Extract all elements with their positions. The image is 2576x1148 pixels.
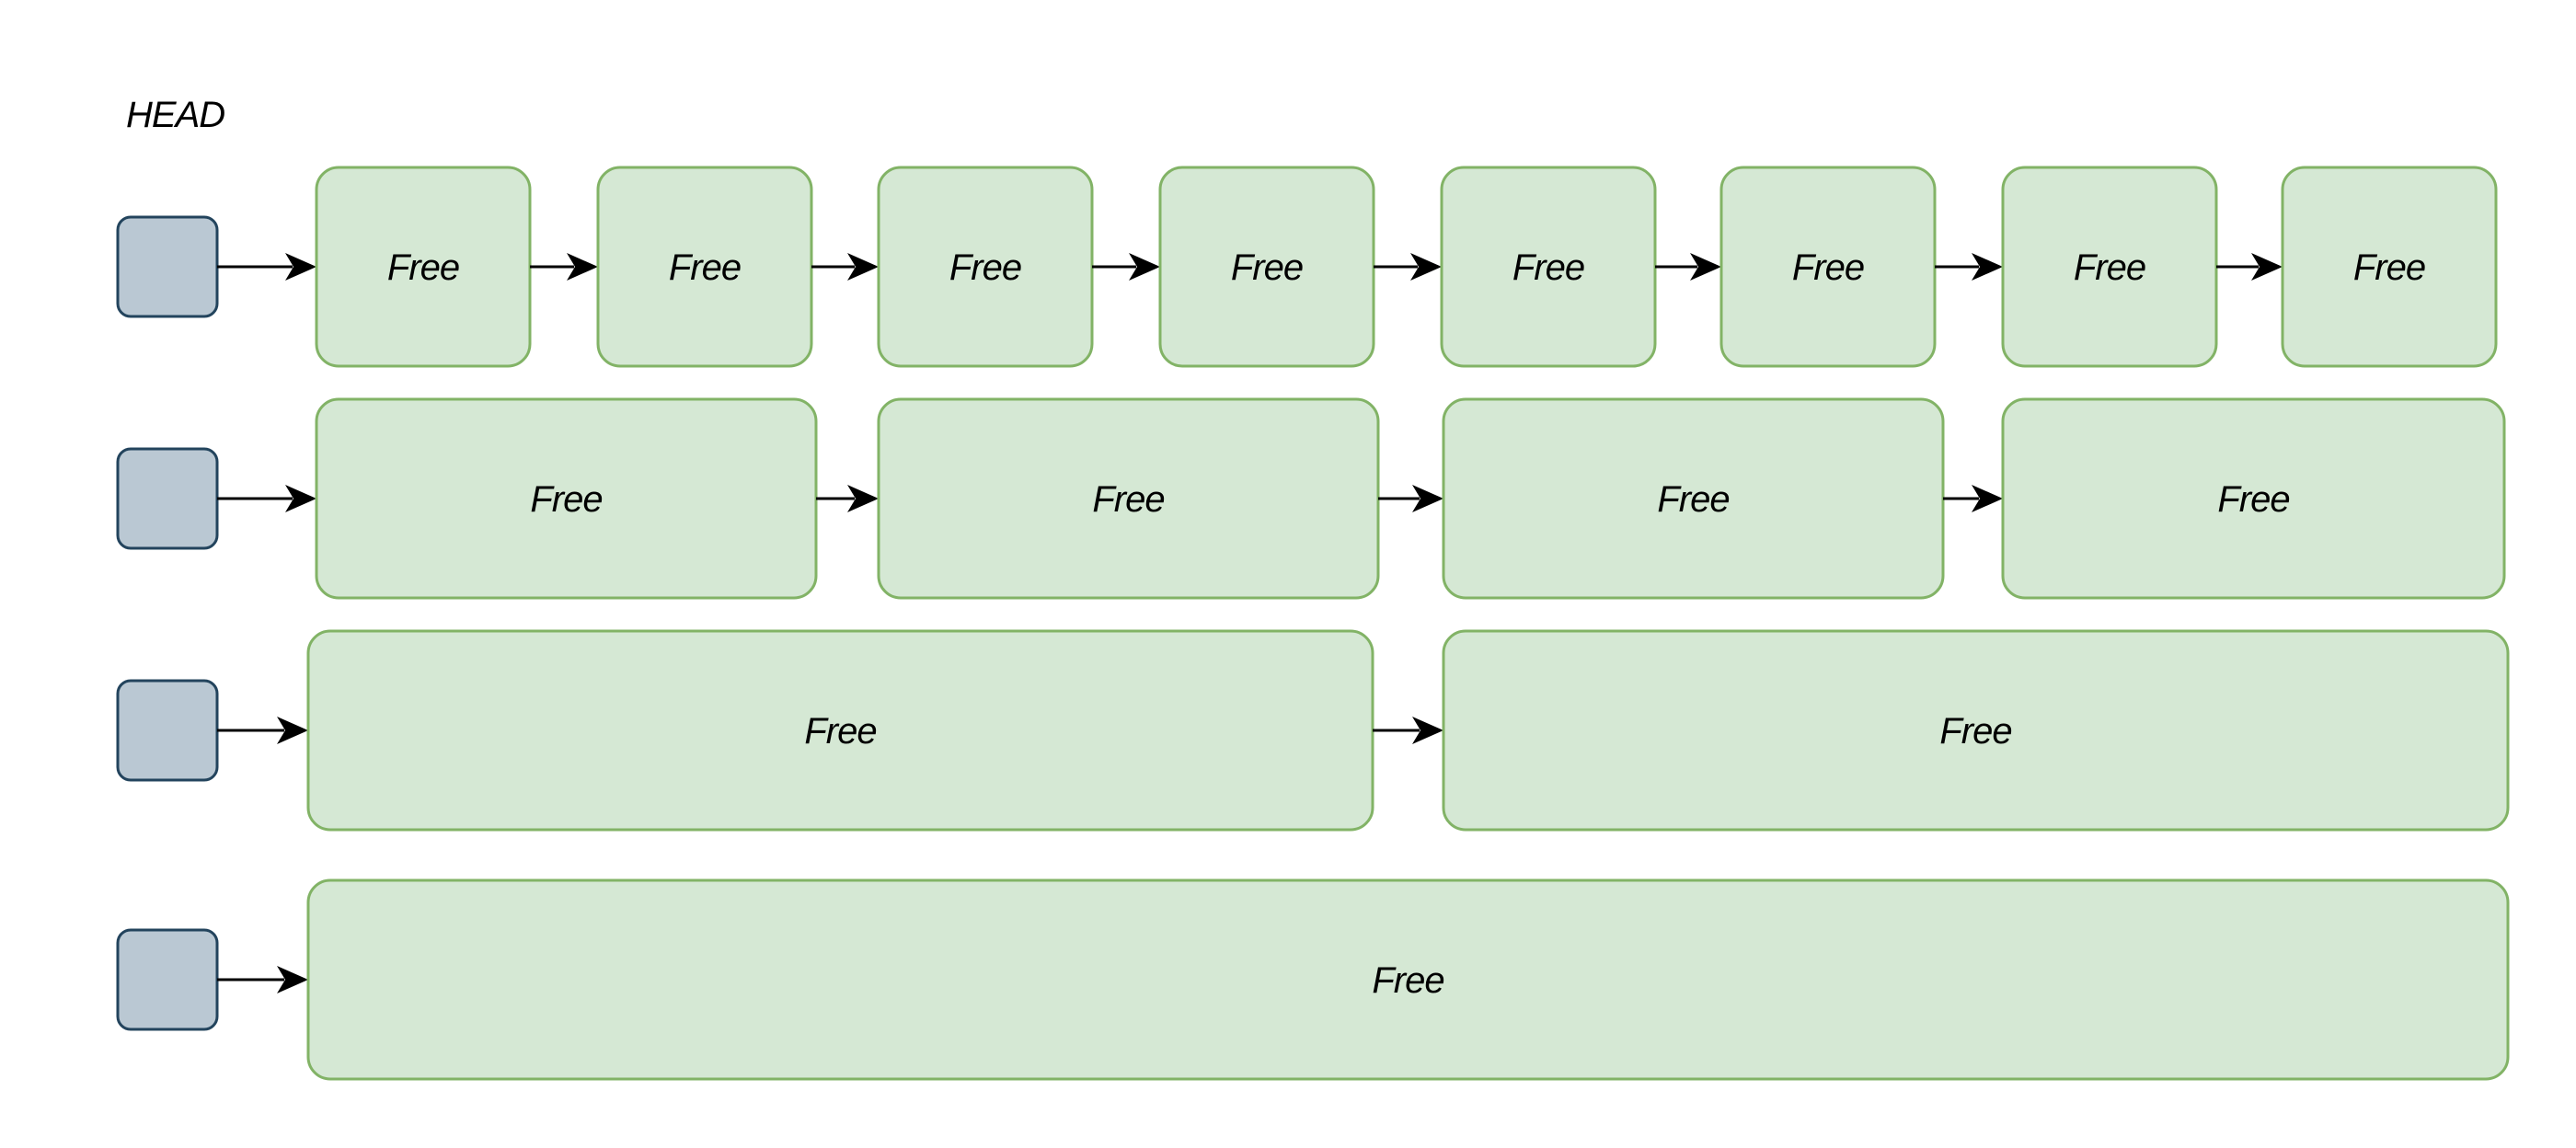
free-list-row: Free Free [116,629,2510,832]
next-pointer-arrow [1373,717,1443,744]
next-pointer-arrow [816,485,879,512]
free-block-label: Free [1657,479,1729,520]
free-block-label: Free [2074,247,2145,288]
head-pointer-node [116,679,219,782]
free-block-label: Free [1792,247,1864,288]
free-block-label: Free [2217,479,2289,520]
head-arrow [217,717,308,744]
head-arrow [217,485,316,512]
head-arrow [217,253,316,281]
head-pointer-node [116,928,219,1031]
next-pointer-arrow [530,253,598,281]
free-block-label: Free [1512,247,1584,288]
next-pointer-arrow [811,253,879,281]
next-pointer-arrow [2216,253,2283,281]
next-pointer-arrow [1374,253,1442,281]
next-pointer-arrow [1378,485,1443,512]
free-list-row: Free Free Free Free Free Free Free Free [116,166,2498,368]
free-block-label: Free [387,247,459,288]
head-pointer-node [116,215,219,318]
free-block-label: Free [530,479,602,520]
free-list-row: Free [116,878,2510,1081]
free-block [1442,629,2510,832]
next-pointer-arrow [1935,253,2003,281]
free-block [2281,166,2498,368]
next-pointer-arrow [1943,485,2003,512]
free-block-label: Free [1231,247,1303,288]
free-block-label: Free [1092,479,1164,520]
free-list-row: Free Free Free Free [116,397,2506,600]
head-arrow [217,966,308,993]
free-block-label: Free [804,711,876,752]
head-pointer-node [116,447,219,550]
free-block-label: Free [949,247,1021,288]
free-block [306,878,2510,1081]
next-pointer-arrow [1092,253,1160,281]
free-block-label: Free [1372,960,1443,1001]
head-label: HEAD [126,95,224,135]
free-block-label: Free [2353,247,2425,288]
free-block-label: Free [669,247,741,288]
free-block-label: Free [1939,711,2011,752]
free-block [2001,397,2506,600]
next-pointer-arrow [1655,253,1721,281]
